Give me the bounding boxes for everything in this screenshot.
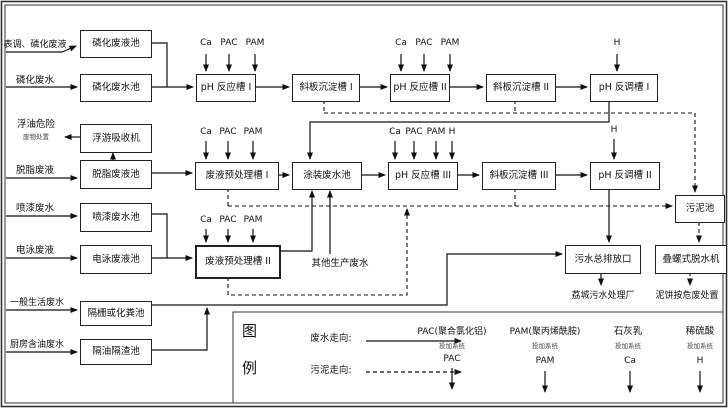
chem-label-ca: Ca (395, 38, 407, 48)
chem-label-ca: Ca (200, 215, 212, 225)
chem-label-ca: Ca (200, 127, 212, 137)
sludge-dashed-lines (227, 100, 702, 296)
node-phosphating-wastewater-tank: 磷化废水池 (80, 74, 152, 102)
node-phosphating-waste-liquid-tank: 磷化废液池 (80, 30, 152, 58)
legend-chem-h: H (696, 356, 704, 366)
chem-label-pac: PAC (405, 127, 423, 137)
input-label-paint-wastewater: 喷漆废水 (15, 203, 54, 214)
legend-pam-dosing-title: PAM(聚丙烯酰胺) (509, 327, 581, 337)
legend-sludge-flow-label: 污泥走向: (310, 365, 352, 376)
node-screw-dewaterer: 叠螺式脱水机 (655, 245, 727, 274)
output-label-licheng-wwtp: 荔城污水处理厂 (571, 291, 635, 301)
node-screen-or-septic-tank: 隔栅或化粪池 (80, 301, 152, 326)
wastewater-flow-lines (6, 42, 612, 355)
node-ph-readjust-tank-1: pH 反调槽 I (590, 74, 658, 102)
legend-chem-pac: PAC (443, 354, 461, 364)
input-label-kitchen-oily-wastewater: 厨房含油废水 (9, 340, 64, 350)
input-label-other-production-wastewater: 其他生产废水 (311, 258, 369, 269)
node-flotation-absorber: 浮游吸收机 (80, 124, 152, 153)
chem-label-h: H (613, 38, 621, 48)
node-pretreatment-tank-1: 废液预处理槽 I (195, 162, 279, 190)
legend-arrows (366, 338, 703, 393)
legend-dosing-system-label: 投加系统 (532, 342, 558, 350)
output-label-floating-oil-disposal: 废物处置 (23, 133, 49, 141)
chem-label-pam: PAM (245, 38, 265, 48)
legend-dosing-system-label: 投加系统 (439, 342, 465, 350)
node-plate-settling-tank-2: 斜板沉淀槽 II (486, 74, 556, 102)
node-painting-wastewater-tank: 涂装废水池 (292, 162, 362, 190)
chem-label-pac: PAC (220, 38, 238, 48)
legend-acid-dosing-title: 稀硫酸 (685, 326, 715, 337)
output-label-floating-oil-hazard: 浮油危险 (16, 119, 55, 130)
node-main-discharge-outlet: 污水总排放口 (565, 245, 641, 274)
node-electrophoresis-waste-liquid-tank: 电泳废液池 (80, 245, 152, 274)
legend-dosing-system-label: 投加系统 (687, 342, 713, 350)
chem-label-pac: PAC (219, 127, 237, 137)
node-ph-reaction-tank-3: pH 反应槽 III (388, 162, 458, 190)
chem-label-h: H (610, 125, 618, 135)
legend-dosing-system-label: 投加系统 (615, 342, 641, 350)
node-ph-reaction-tank-2: pH 反应槽 II (390, 74, 450, 102)
output-label-sludge-cake-disposal: 泥饼按危废处置 (655, 291, 719, 301)
legend-box (232, 311, 724, 404)
input-label-degreasing-liquid: 脱脂废液 (15, 165, 54, 176)
node-plate-settling-tank-1: 斜板沉淀槽 I (292, 74, 360, 102)
legend-chem-pam: PAM (535, 356, 555, 366)
chem-label-h: H (448, 127, 456, 137)
chem-label-pac: PAC (219, 215, 237, 225)
legend-title-char-1: 图 (242, 322, 258, 340)
legend-chem-ca: Ca (624, 356, 636, 366)
node-degreasing-waste-liquid-tank: 脱脂废液池 (80, 160, 152, 189)
chem-label-ca: Ca (389, 127, 401, 137)
legend-wastewater-flow-label: 废水走向: (310, 333, 352, 344)
chem-label-pam: PAM (243, 215, 263, 225)
node-oil-residue-separation-tank: 隔油隔渣池 (80, 339, 152, 365)
input-label-electrophoresis-liquid: 电泳废液 (15, 245, 54, 256)
dosing-arrows (203, 54, 620, 243)
node-sludge-tank: 污泥池 (675, 195, 725, 223)
chem-label-pam: PAM (440, 38, 460, 48)
node-pretreatment-tank-2: 废液预处理槽 II (195, 245, 281, 279)
node-paint-wastewater-tank: 喷漆废水池 (80, 203, 152, 232)
input-label-surface-phosphating-liquid: 表调、磷化废液 (3, 40, 67, 50)
legend-pac-dosing-title: PAC(聚合氯化铝) (417, 327, 487, 337)
chem-label-pam: PAM (426, 127, 446, 137)
chem-label-pam: PAM (243, 127, 263, 137)
legend-title-char-2: 例 (242, 359, 258, 377)
input-label-phosphating-wastewater: 磷化废水 (15, 75, 54, 86)
node-ph-readjust-tank-2: pH 反调槽 II (590, 162, 660, 190)
node-ph-reaction-tank-1: pH 反应槽 I (196, 74, 256, 102)
legend-lime-dosing-title: 石灰乳 (613, 326, 643, 337)
chem-label-ca: Ca (200, 38, 212, 48)
input-label-domestic-wastewater: 一般生活废水 (9, 298, 64, 308)
node-plate-settling-tank-3: 斜板沉淀槽 III (482, 162, 556, 190)
chem-label-pac: PAC (415, 38, 433, 48)
